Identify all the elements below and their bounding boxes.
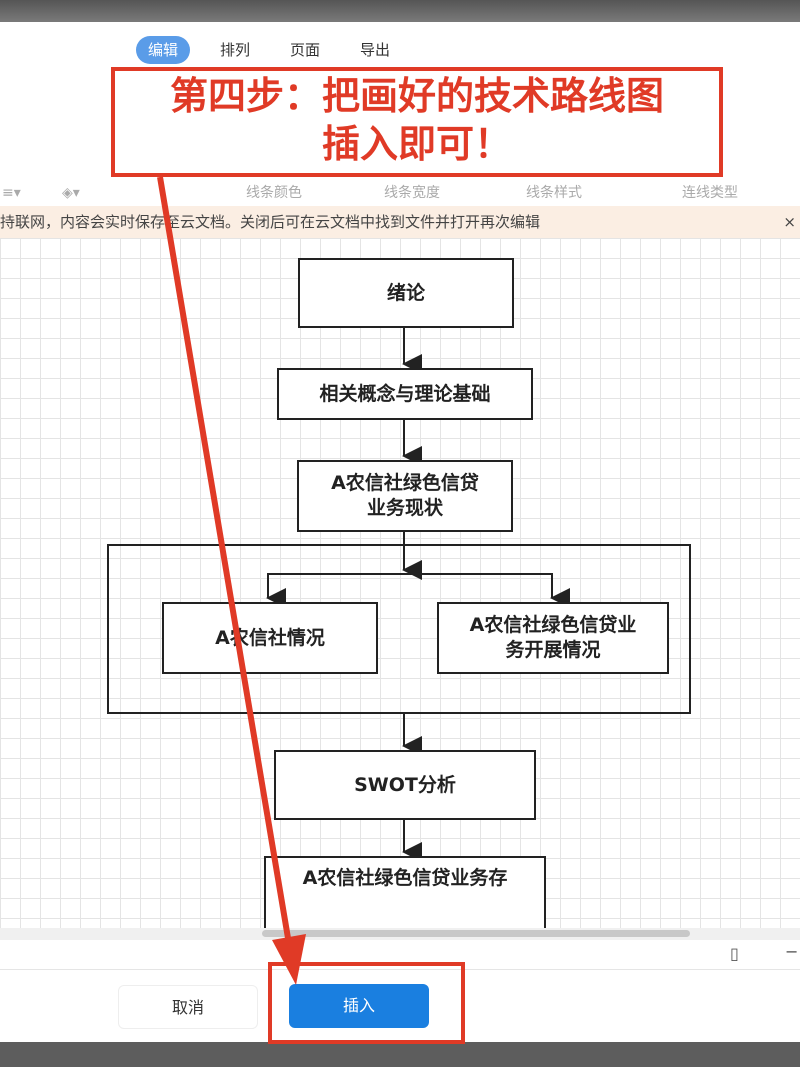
- node-business[interactable]: A农信社绿色信贷业务开展情况: [437, 602, 669, 674]
- node-problems[interactable]: A农信社绿色信贷业务存: [264, 856, 546, 928]
- zoom-out-icon[interactable]: −: [785, 942, 799, 961]
- tab-page[interactable]: 页面: [290, 41, 321, 59]
- node-company[interactable]: A农信社情况: [162, 602, 378, 674]
- connectors: [266, 328, 570, 862]
- window-top-bar: [0, 0, 800, 22]
- group-container[interactable]: [107, 544, 691, 714]
- node-label: 务开展情况: [505, 639, 601, 661]
- close-icon[interactable]: ×: [783, 213, 796, 231]
- save-notice-banner: 持联网，内容会实时保存至云文档。关闭后可在云文档中找到文件并打开再次编辑 ×: [0, 206, 800, 238]
- node-label: A农信社绿色信贷业: [469, 614, 637, 637]
- node-label: SWOT分析: [354, 773, 456, 796]
- menu-tabs: 编辑 排列 页面 导出: [0, 36, 800, 64]
- align-icon[interactable]: ≡▾: [2, 185, 21, 201]
- map-icon[interactable]: ▯: [730, 944, 739, 963]
- node-introduction[interactable]: 绪论: [298, 258, 514, 328]
- scrollbar-thumb[interactable]: [262, 930, 690, 937]
- node-label: 绪论: [386, 281, 425, 304]
- toolbar: ≡▾ ◈▾ 线条颜色 线条宽度 线条样式 连线类型: [0, 180, 800, 206]
- annotation-highlight-insert: [268, 962, 465, 1044]
- node-theory[interactable]: 相关概念与理论基础: [277, 368, 533, 420]
- arrow: [266, 573, 404, 608]
- annotation-line-2: 插入即可！: [321, 122, 512, 166]
- horizontal-scrollbar[interactable]: [0, 928, 800, 940]
- node-label: A农信社情况: [215, 626, 325, 649]
- annotation-box: [111, 67, 723, 177]
- line-style-button[interactable]: 线条样式: [526, 185, 582, 201]
- line-width-button[interactable]: 线条宽度: [384, 185, 440, 201]
- node-label: 相关概念与理论基础: [319, 382, 491, 405]
- cancel-button[interactable]: 取消: [118, 985, 258, 1029]
- node-label: 业务现状: [366, 497, 443, 519]
- connector-type-button[interactable]: 连线类型: [682, 185, 738, 201]
- diagram-canvas[interactable]: 绪论 相关概念与理论基础 A农信社绿色信贷业务现状 A农信社情况 A农信社绿色信…: [0, 238, 800, 928]
- node-swot[interactable]: SWOT分析: [274, 750, 536, 820]
- annotation-line-1: 第四步：把画好的技术路线图: [169, 74, 664, 118]
- annotation-text: 第四步：把画好的技术路线图 插入即可！: [114, 72, 720, 168]
- node-status[interactable]: A农信社绿色信贷业务现状: [297, 460, 513, 532]
- tab-edit[interactable]: 编辑: [136, 36, 191, 64]
- arrow: [404, 573, 570, 608]
- tab-arrange[interactable]: 排列: [220, 41, 251, 59]
- dialog-footer: 取消 插入: [0, 970, 800, 1042]
- insert-button[interactable]: 插入: [289, 984, 429, 1028]
- tab-export[interactable]: 导出: [360, 41, 391, 59]
- save-notice-text: 持联网，内容会实时保存至云文档。关闭后可在云文档中找到文件并打开再次编辑: [0, 213, 541, 231]
- fill-color-icon[interactable]: ◈▾: [62, 185, 80, 201]
- line-color-button[interactable]: 线条颜色: [246, 185, 302, 201]
- node-label: A农信社绿色信贷业务存: [302, 867, 508, 889]
- background-area: [0, 1042, 800, 1067]
- node-label: A农信社绿色信贷: [331, 472, 479, 495]
